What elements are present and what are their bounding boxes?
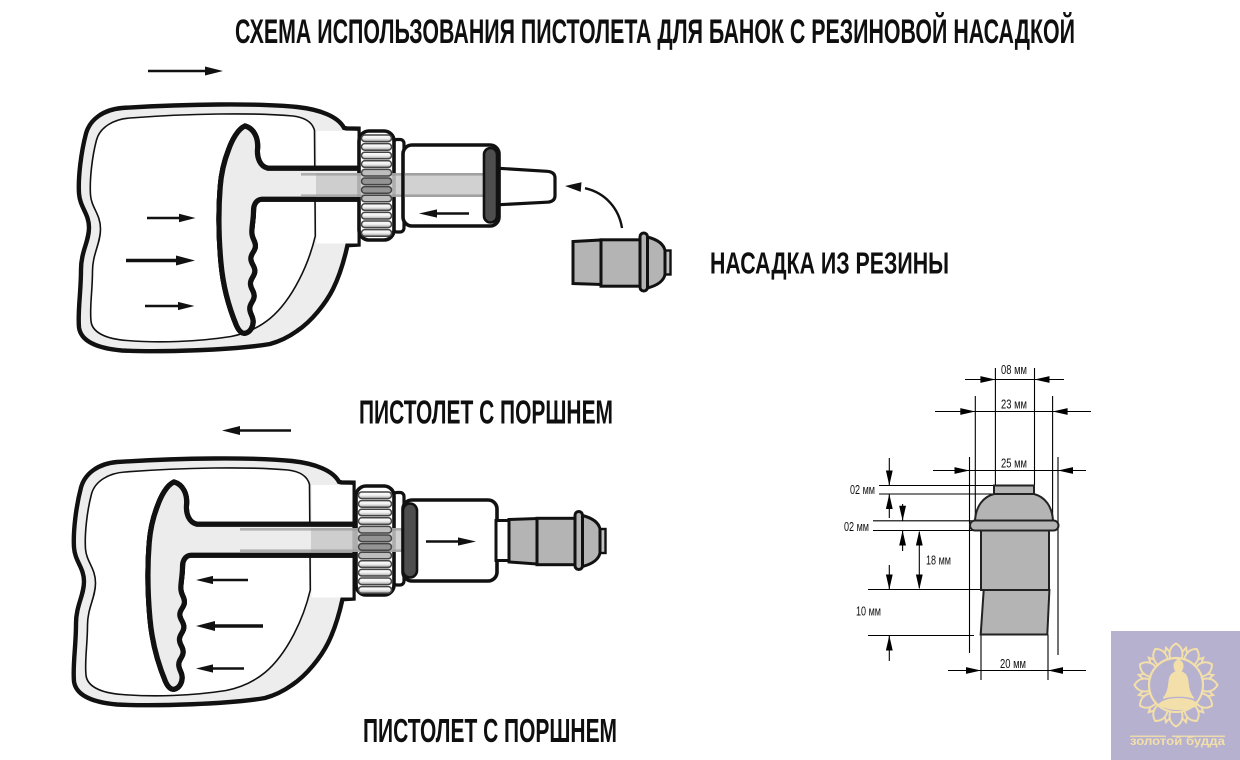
svg-text:18 мм: 18 мм: [926, 553, 951, 568]
svg-text:ПИСТОЛЕТ С ПОРШНЕМ: ПИСТОЛЕТ С ПОРШНЕМ: [359, 395, 613, 432]
svg-text:02 мм: 02 мм: [844, 519, 869, 534]
svg-text:золотой будда: золотой будда: [1130, 734, 1225, 748]
svg-text:23 мм: 23 мм: [1001, 397, 1027, 412]
svg-text:СХЕМА ИСПОЛЬЗОВАНИЯ ПИСТОЛЕТА: СХЕМА ИСПОЛЬЗОВАНИЯ ПИСТОЛЕТА ДЛЯ БАНОК …: [235, 12, 1075, 51]
svg-text:НАСАДКА ИЗ РЕЗИНЫ: НАСАДКА ИЗ РЕЗИНЫ: [710, 246, 949, 281]
svg-text:20 мм: 20 мм: [1000, 656, 1026, 671]
svg-text:10 мм: 10 мм: [856, 604, 881, 619]
svg-text:02 мм: 02 мм: [850, 482, 875, 497]
svg-text:ПИСТОЛЕТ С ПОРШНЕМ: ПИСТОЛЕТ С ПОРШНЕМ: [363, 713, 617, 750]
svg-text:08 мм: 08 мм: [1001, 362, 1027, 377]
svg-text:25 мм: 25 мм: [1001, 456, 1027, 471]
